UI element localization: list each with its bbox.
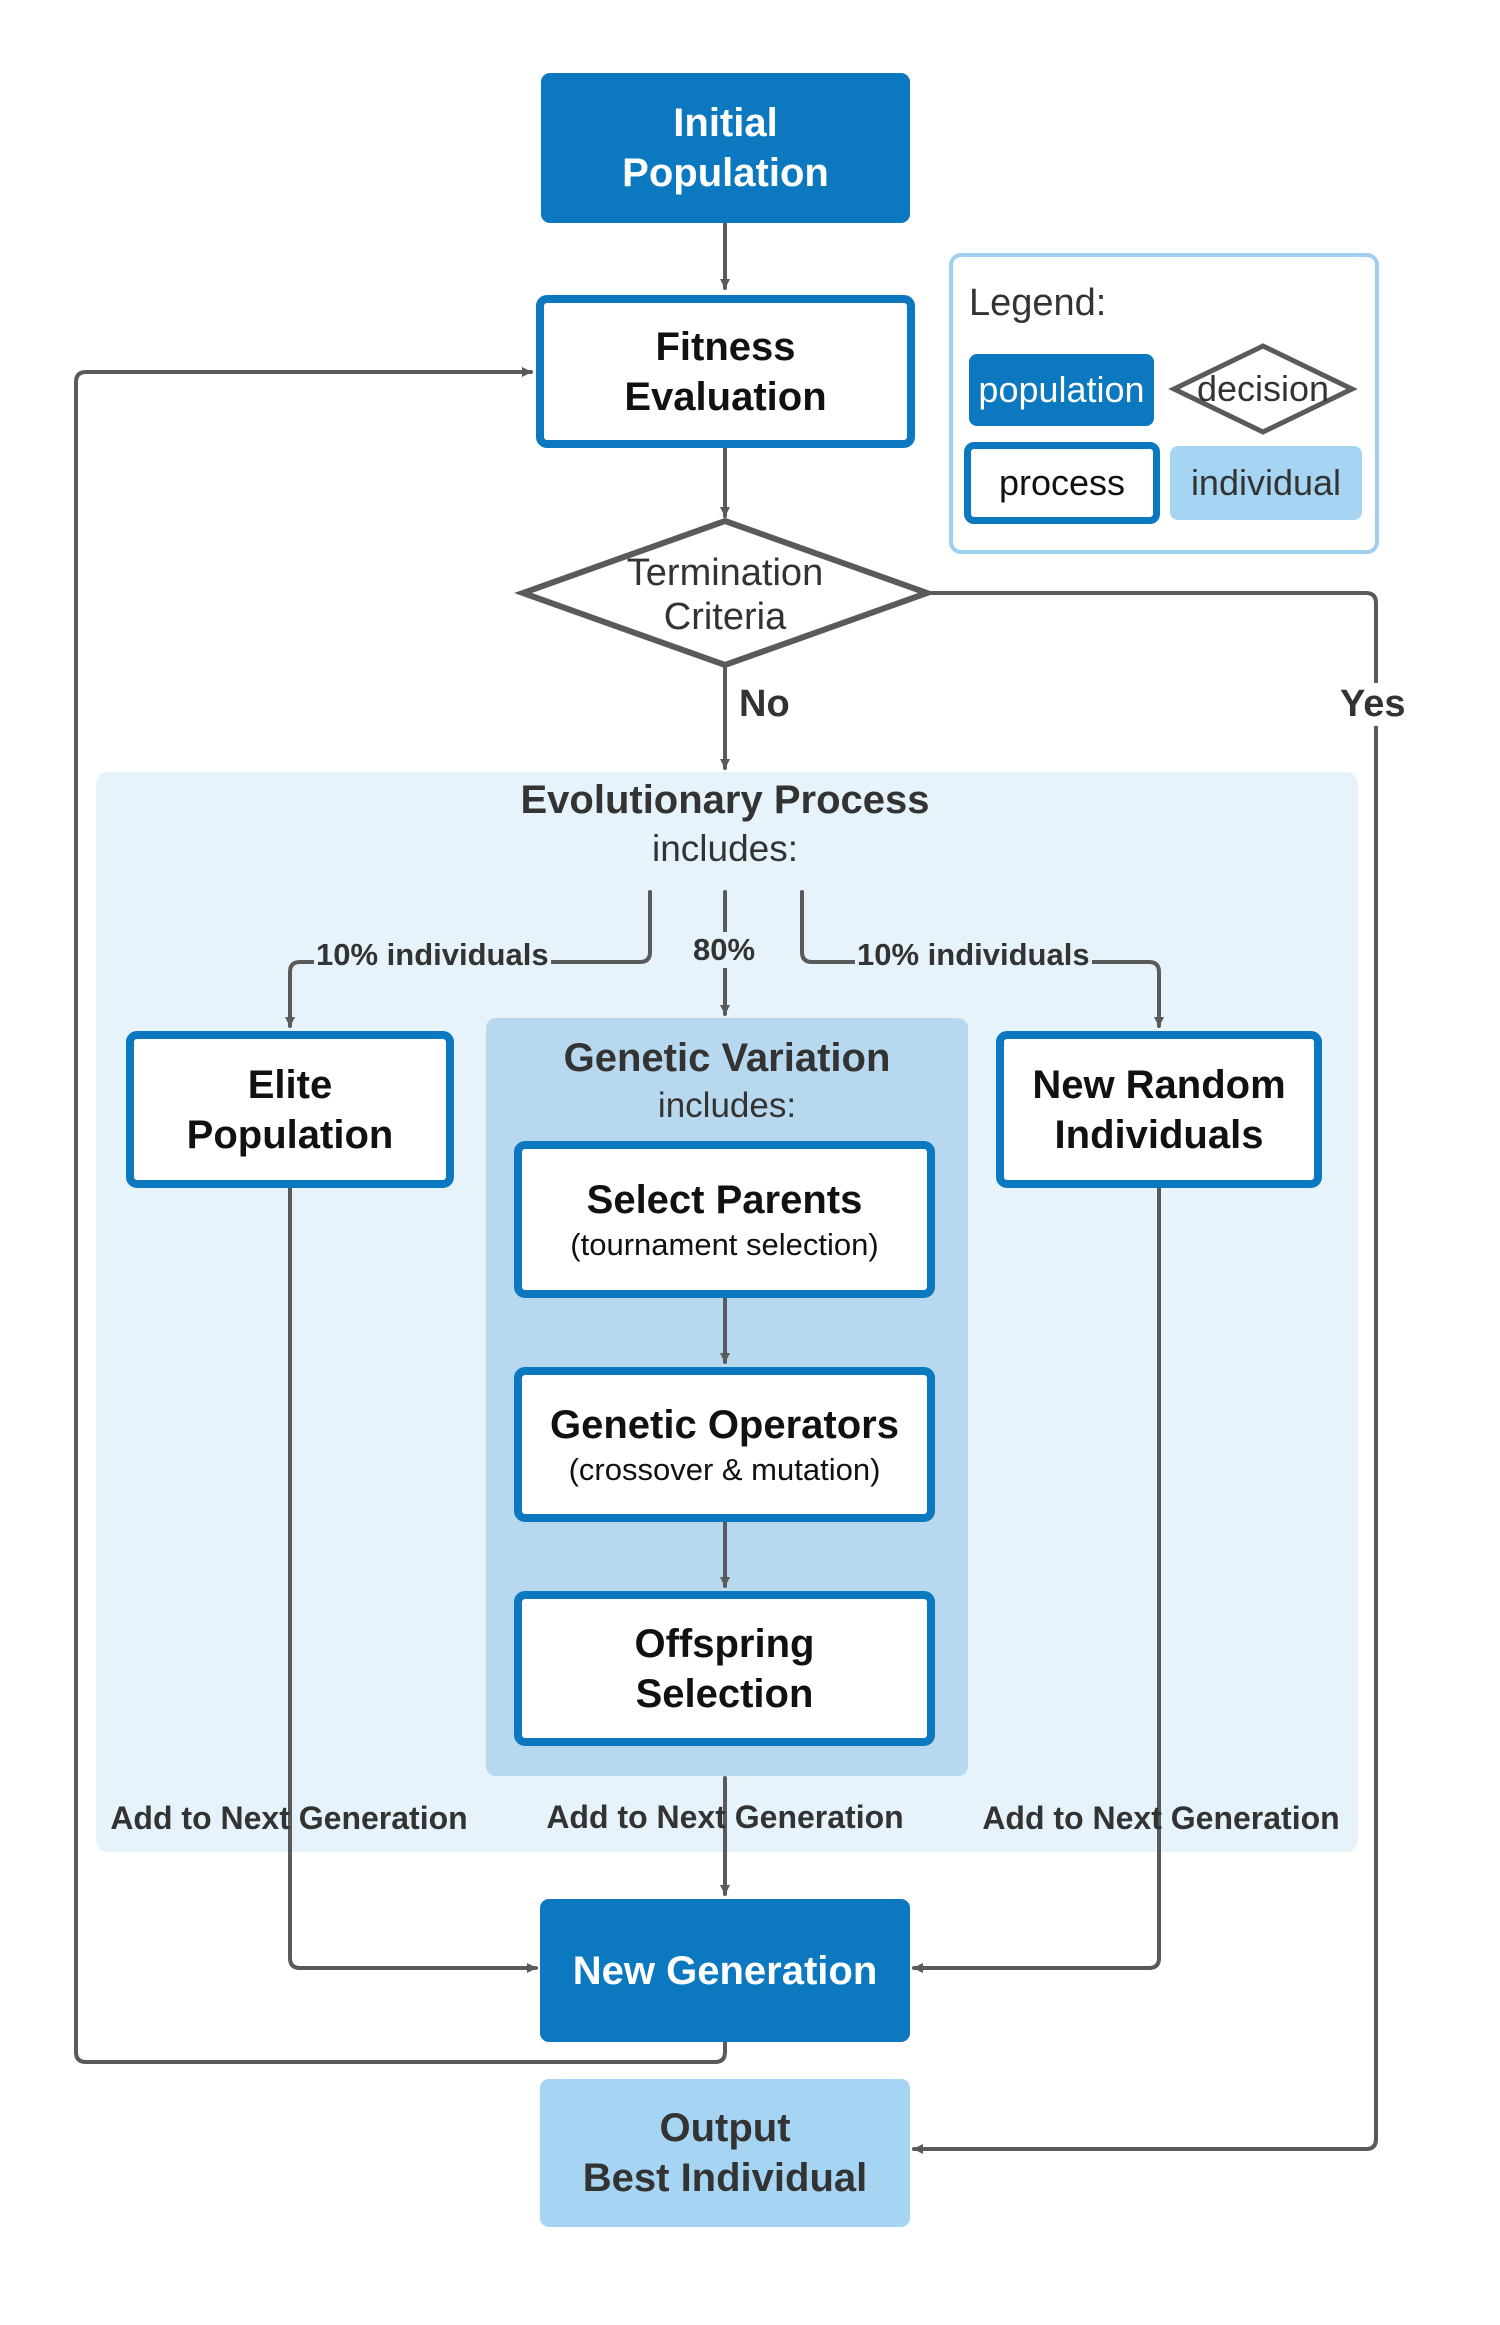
legend-title: Legend: xyxy=(969,282,1107,324)
termination-criteria-node: Termination Criteria xyxy=(583,548,867,642)
elite-population-label: Elite Population xyxy=(186,1062,394,1157)
new-random-individuals-label: New Random Individuals xyxy=(1032,1062,1286,1157)
output-best-individual-node: Output Best Individual xyxy=(540,2079,910,2227)
initial-population-node: Initial Population xyxy=(541,73,910,223)
elite-population-node: Elite Population xyxy=(126,1031,454,1188)
evolutionary-process-title: Evolutionary Process xyxy=(520,778,930,822)
edge-loop-to-fitness xyxy=(74,367,727,2064)
new-random-individuals-node: New Random Individuals xyxy=(996,1031,1322,1188)
edge-random-to-new-generation xyxy=(912,1186,1161,1973)
edge-label-add-left: Add to Next Generation xyxy=(110,1800,468,1836)
genetic-operators-sublabel: (crossover & mutation) xyxy=(568,1451,881,1487)
fitness-evaluation-node: Fitness Evaluation xyxy=(536,295,915,448)
genetic-variation-title: Genetic Variation xyxy=(563,1036,891,1080)
legend-decision-label: decision xyxy=(1196,368,1330,409)
fitness-evaluation-label: Fitness Evaluation xyxy=(624,324,827,419)
offspring-selection-label: Offspring Selection xyxy=(634,1621,815,1716)
select-parents-label: Select Parents xyxy=(586,1177,863,1222)
new-generation-node: New Generation xyxy=(540,1899,910,2042)
genetic-operators-node: Genetic Operators (crossover & mutation) xyxy=(514,1367,935,1522)
edge-label-right-share: 10% individuals xyxy=(855,937,1092,973)
genetic-variation-includes: includes: xyxy=(657,1086,797,1125)
edge-label-add-right: Add to Next Generation xyxy=(982,1800,1340,1836)
edge-label-middle-share: 80% xyxy=(691,932,758,968)
edge-label-no: No xyxy=(735,683,794,726)
legend-individual-sample: individual xyxy=(1170,446,1362,520)
edge-label-yes: Yes xyxy=(1336,683,1410,726)
legend-population-sample: population xyxy=(969,354,1154,426)
evolutionary-process-includes: includes: xyxy=(651,828,799,869)
edge-label-add-middle: Add to Next Generation xyxy=(546,1799,904,1835)
genetic-operators-label: Genetic Operators xyxy=(549,1402,899,1447)
termination-criteria-label: Termination Criteria xyxy=(626,552,824,638)
edge-elite-to-new-generation xyxy=(288,1186,538,1973)
edge-label-left-share: 10% individuals xyxy=(314,937,551,973)
select-parents-sublabel: (tournament selection) xyxy=(570,1226,879,1262)
select-parents-node: Select Parents (tournament selection) xyxy=(514,1141,935,1298)
legend-process-sample: process xyxy=(964,442,1160,524)
output-best-individual-label: Output Best Individual xyxy=(582,2106,868,2200)
edge-termination-yes xyxy=(912,591,1378,2154)
new-generation-label: New Generation xyxy=(572,1948,878,1993)
initial-population-label: Initial Population xyxy=(622,101,829,195)
legend-decision-shape xyxy=(1168,343,1358,435)
offspring-selection-node: Offspring Selection xyxy=(514,1591,935,1746)
